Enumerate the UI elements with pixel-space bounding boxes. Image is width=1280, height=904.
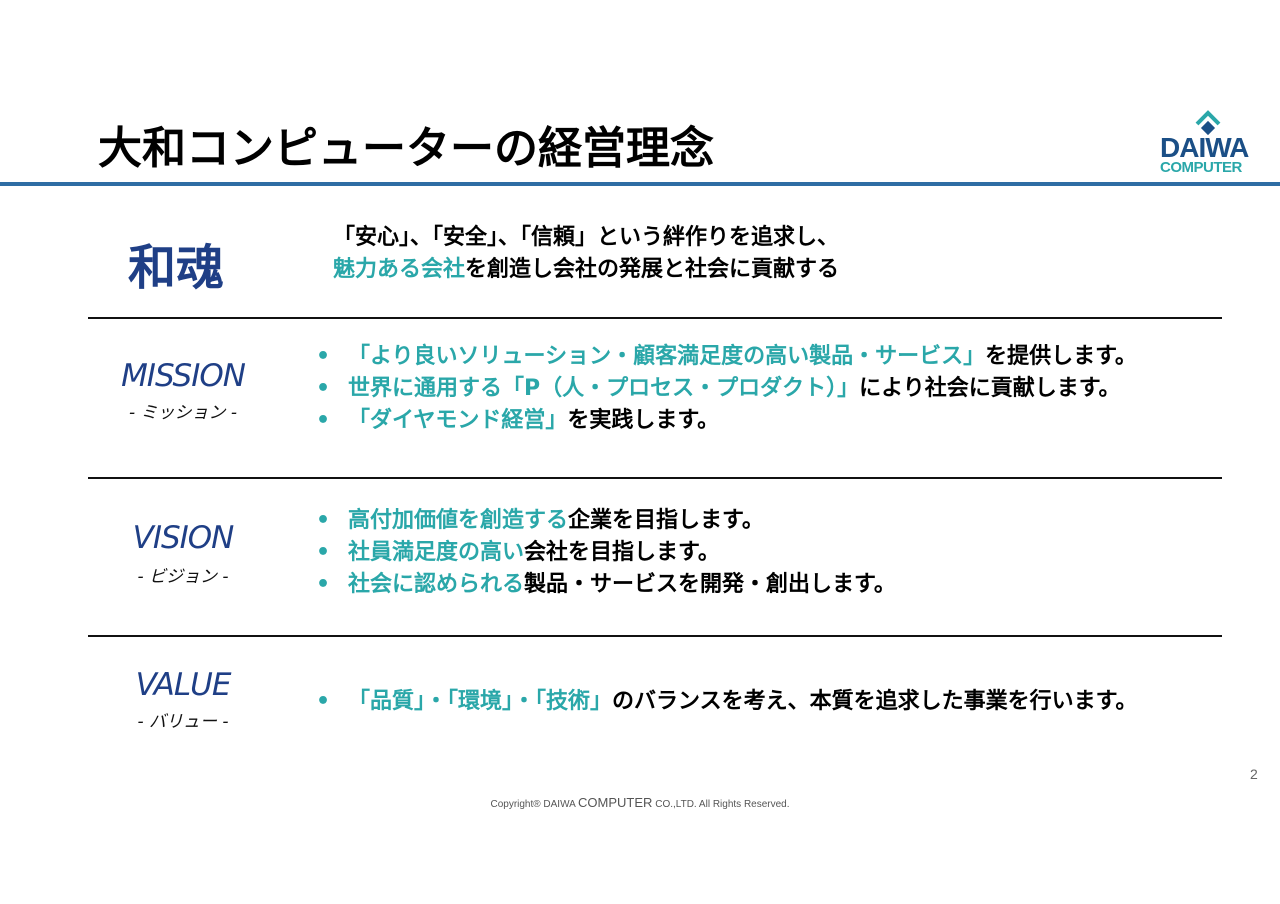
mission-label-jp: - ミッション - [128,403,238,423]
bullet-icon: • [316,572,331,597]
section-divider [88,477,1222,479]
page-number: 2 [1250,766,1258,782]
mission-list: •「より良いソリューション・顧客満足度の高い製品・サービス」を提供します。 •世… [316,341,1137,437]
bullet-icon: • [316,408,331,433]
company-logo: DAIWA COMPUTER [1158,110,1258,176]
vision-label-jp: - ビジョン - [137,567,229,587]
section-divider [88,317,1222,319]
diamond-roof-icon [1194,110,1222,138]
vision-list: •高付加価値を創造する企業を目指します。 •社員満足度の高い会社を目指します。 … [316,505,896,601]
wakon-rest: を創造し会社の発展と社会に貢献する [465,257,840,282]
logo-computer-text: COMPUTER [1160,159,1242,176]
wakon-label: 和魂 [128,240,225,296]
value-label-jp: - バリュー - [137,712,229,732]
bullet-icon: • [316,689,331,714]
wakon-line-1: 「安心」、「安全」、「信頼」という絆作りを追求し、 [333,225,840,250]
bullet-icon: • [316,508,331,533]
value-label-en: VALUE [135,667,232,703]
title-divider [0,182,1280,186]
copyright-notice: Copyright® DAIWA COMPUTER CO.,LTD. All R… [490,795,790,810]
bullet-icon: • [316,540,331,565]
list-item: •「より良いソリューション・顧客満足度の高い製品・サービス」を提供します。 [316,341,1137,373]
section-divider [88,635,1222,637]
page-title: 大和コンピューターの経営理念 [98,123,714,174]
vision-label-en: VISION [132,520,235,556]
wakon-statement: 「安心」、「安全」、「信頼」という絆作りを追求し、 魅力ある会社を創造し会社の発… [333,222,839,286]
list-item: •世界に通用する「P（人・プロセス・プロダクト）」により社会に貢献します。 [316,373,1137,405]
list-item: •社会に認められる製品・サービスを開発・創出します。 [316,569,896,601]
mission-label-en: MISSION [121,358,246,394]
list-item: •「品質」・「環境」・「技術」のバランスを考え、本質を追求した事業を行います。 [316,686,1137,718]
list-item: •「ダイヤモンド経営」を実践します。 [316,405,1137,437]
wakon-line-2: 魅力ある会社を創造し会社の発展と社会に貢献する [333,254,839,286]
wakon-highlight: 魅力ある会社 [333,257,466,282]
list-item: •高付加価値を創造する企業を目指します。 [316,505,896,537]
value-list: •「品質」・「環境」・「技術」のバランスを考え、本質を追求した事業を行います。 [316,686,1137,718]
logo-daiwa-text: DAIWA [1160,132,1249,163]
list-item: •社員満足度の高い会社を目指します。 [316,537,896,569]
bullet-icon: • [316,376,331,401]
bullet-icon: • [316,344,331,369]
